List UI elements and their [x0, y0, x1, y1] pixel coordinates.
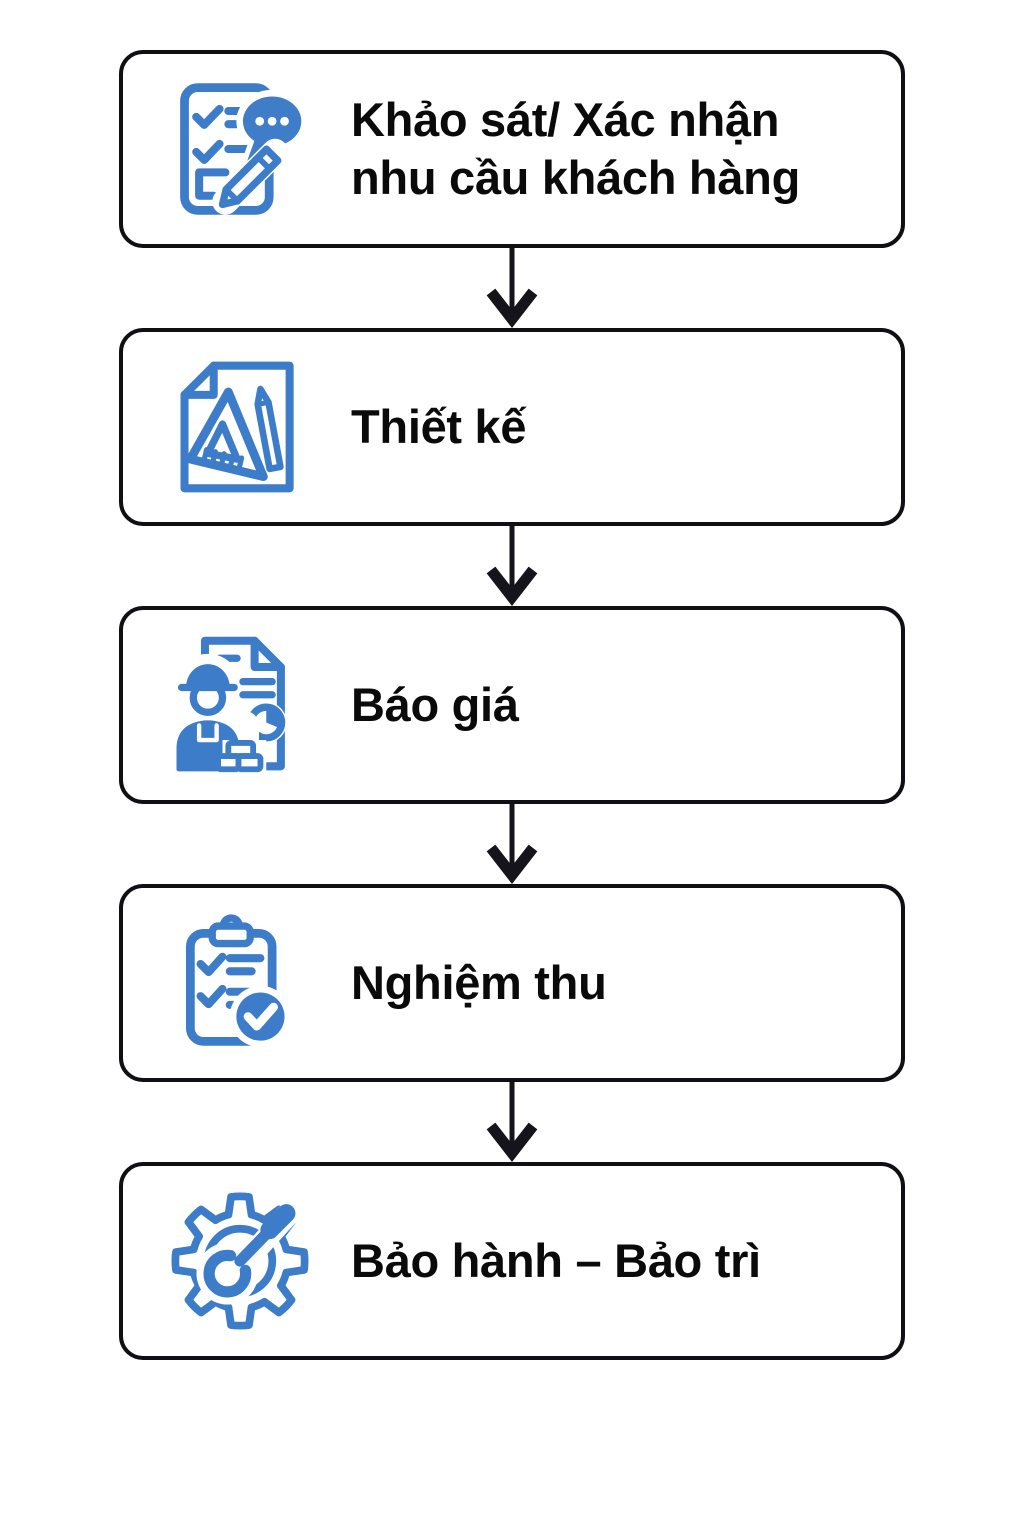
flow-arrow-2: [482, 526, 542, 606]
step-label-5: Bảo hành – Bảo trì: [351, 1233, 761, 1287]
flow-arrow-1: [482, 248, 542, 328]
flow-arrow-3: [482, 804, 542, 884]
step-label-3: Báo giá: [351, 677, 519, 731]
flow-step-box-4: Nghiệm thu: [119, 884, 905, 1082]
survey-form-chat-pencil-icon: [180, 83, 308, 215]
arrow-down-icon: [486, 248, 538, 328]
flow-step-box-2: Thiết kế: [119, 328, 905, 526]
step-label-4: Nghiệm thu: [351, 955, 607, 1009]
arrow-down-icon: [486, 804, 538, 884]
paper-set-square-pencil-icon: [180, 361, 294, 493]
worker-quotation-document-icon: [171, 636, 287, 774]
arrow-down-icon: [486, 526, 538, 606]
step-label-1: Khảo sát/ Xác nhận nhu cầu khách hàng: [351, 92, 800, 204]
step-label-2: Thiết kế: [351, 399, 527, 453]
flow-step-box-5: Bảo hành – Bảo trì: [119, 1162, 905, 1360]
arrow-down-icon: [486, 1082, 538, 1162]
gear-wrench-icon: [171, 1192, 309, 1330]
clipboard-checklist-approved-icon: [185, 914, 292, 1048]
flow-arrow-4: [482, 1082, 542, 1162]
flow-step-box-3: Báo giá: [119, 606, 905, 804]
flow-step-box-1: Khảo sát/ Xác nhận nhu cầu khách hàng: [119, 50, 905, 248]
